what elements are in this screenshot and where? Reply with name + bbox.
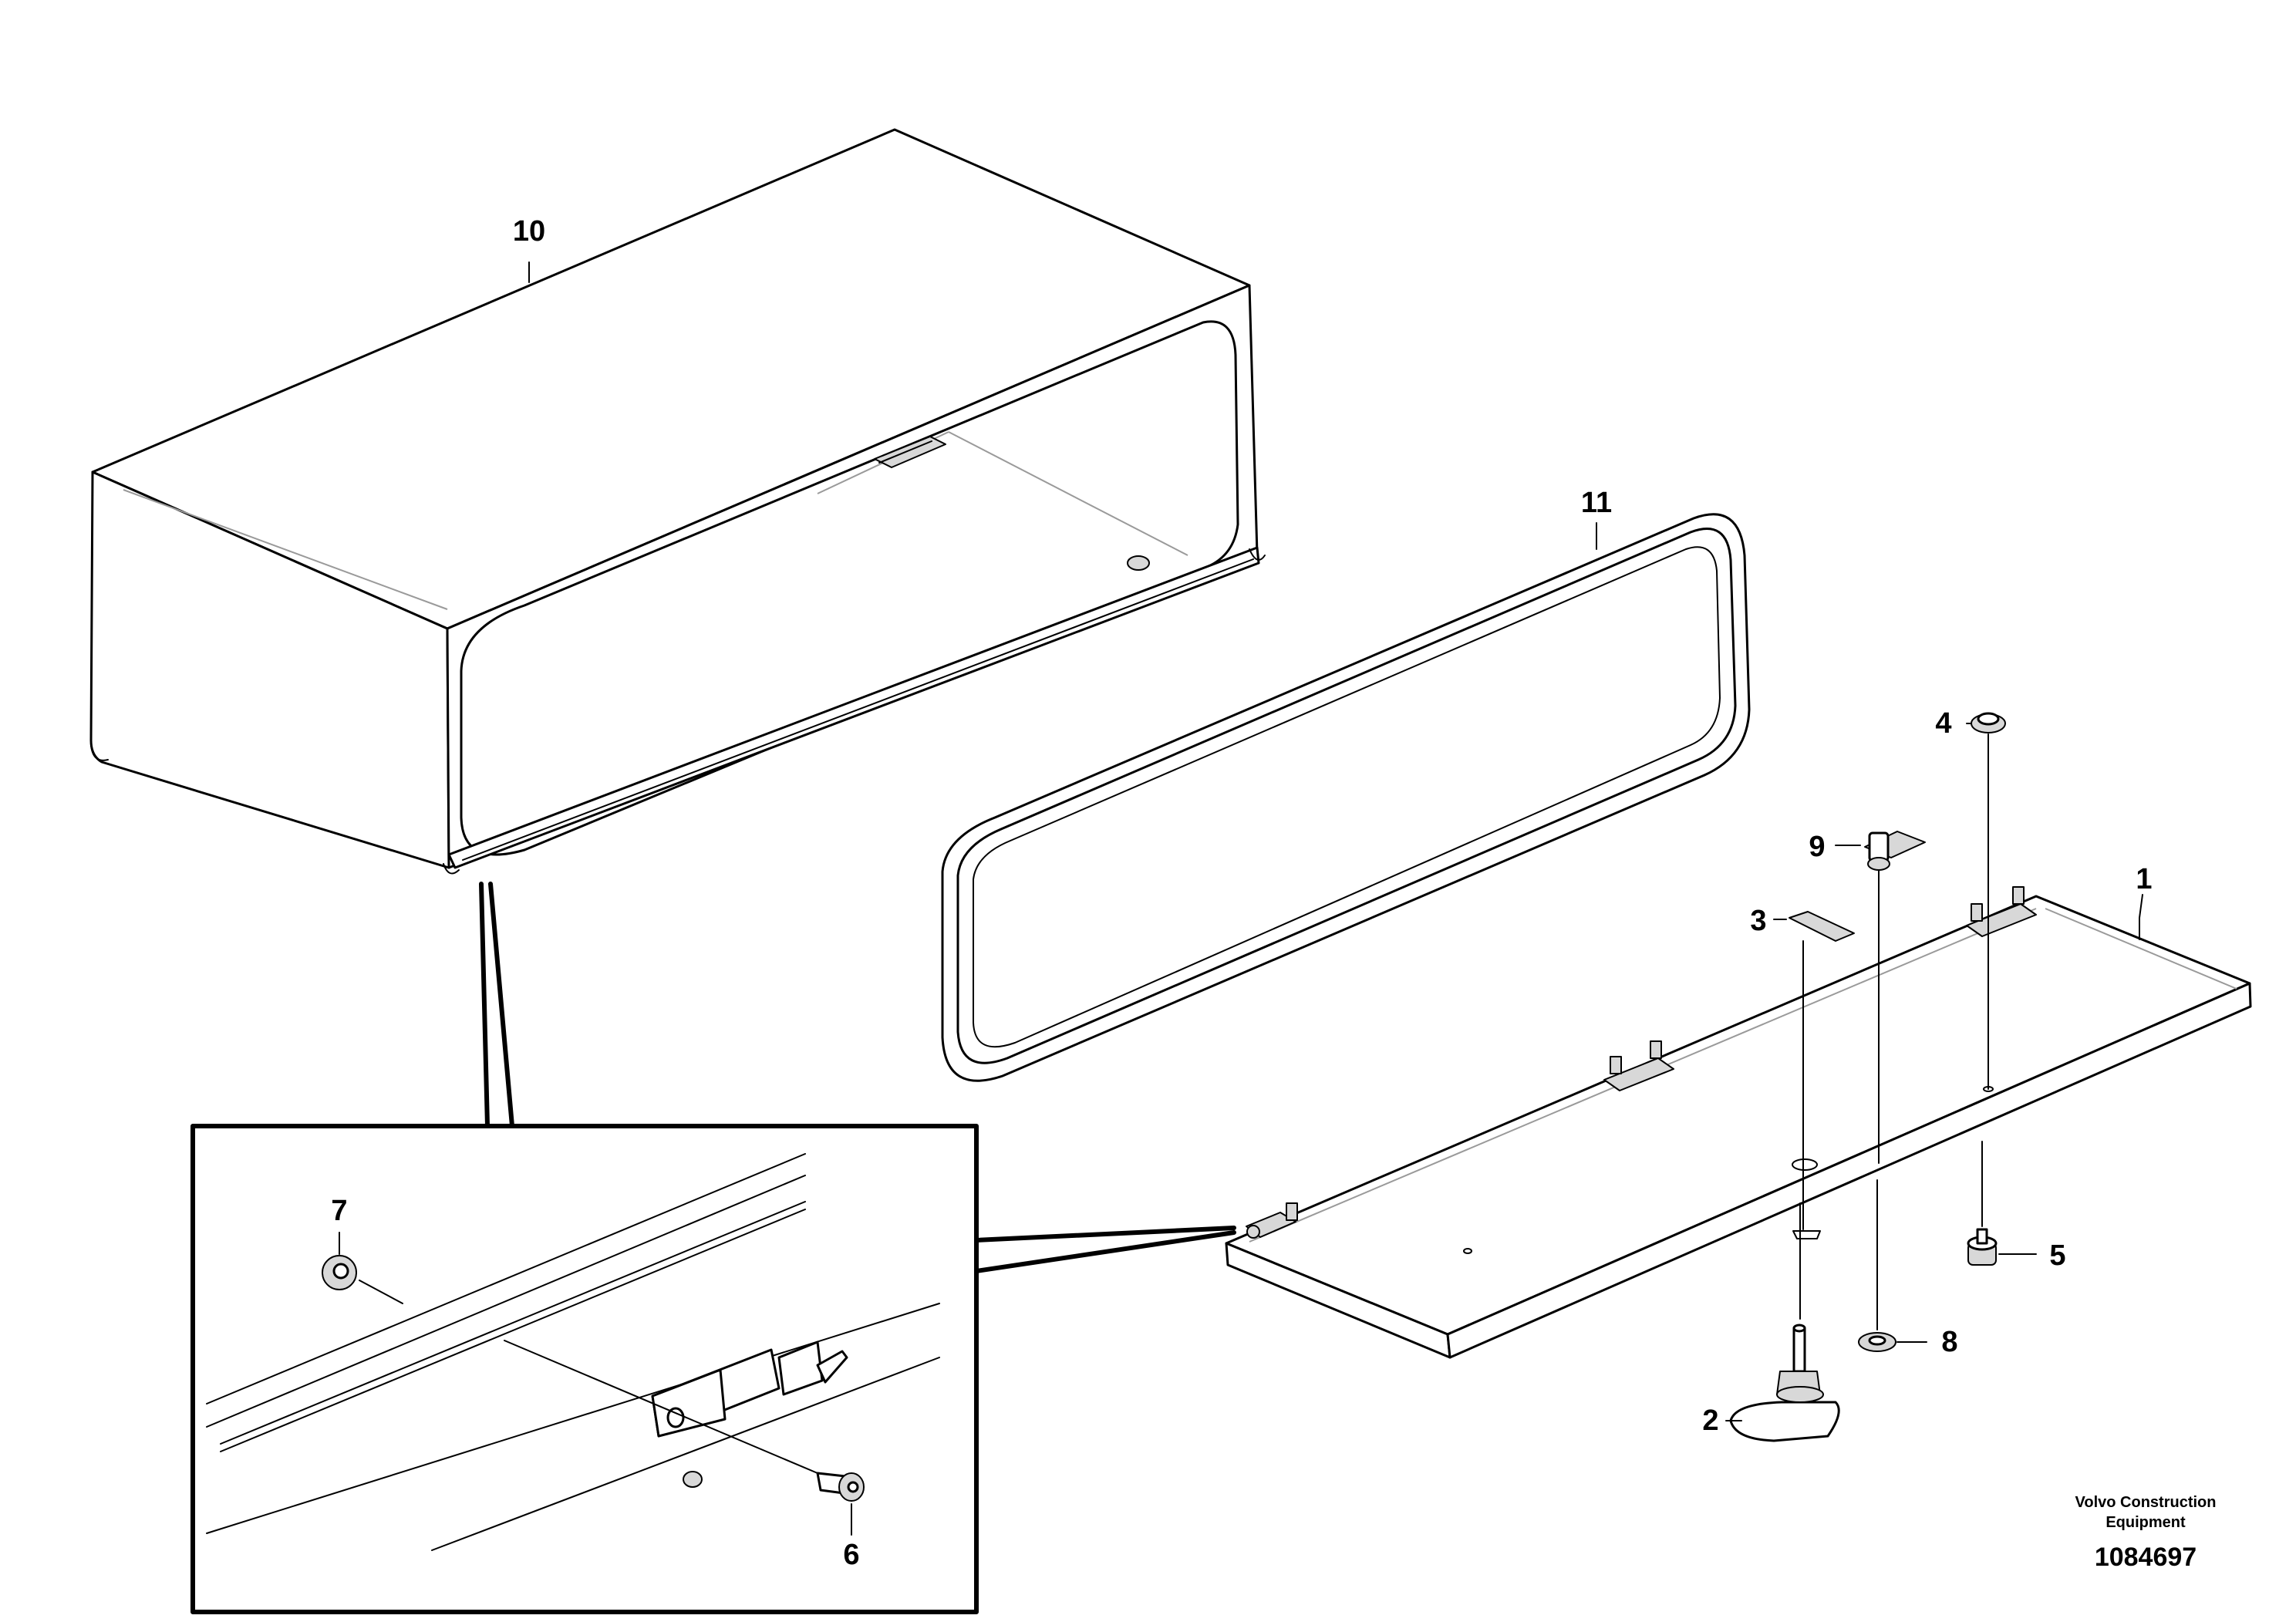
- callout-8: 8: [1941, 1326, 1957, 1358]
- callout-6: 6: [843, 1539, 859, 1571]
- nut-part-7[interactable]: [322, 1255, 357, 1290]
- screw-part-6[interactable]: [816, 1472, 865, 1502]
- brand-line-1: Volvo Construction: [2075, 1494, 2217, 1511]
- callout-4: 4: [1935, 707, 1951, 740]
- detail-inset: [190, 1124, 979, 1614]
- callout-1: 1: [2136, 863, 2152, 895]
- callout-11: 11: [1581, 487, 1612, 519]
- cover-lid-part-1[interactable]: [1225, 886, 2252, 1359]
- callout-10: 10: [513, 215, 545, 248]
- callout-7: 7: [331, 1195, 347, 1227]
- handle-part-2[interactable]: [1729, 1324, 1840, 1442]
- brand-line-2: Equipment: [2106, 1514, 2186, 1531]
- callout-3: 3: [1750, 905, 1766, 937]
- callout-9: 9: [1809, 831, 1825, 863]
- detail-hinge: [651, 1340, 848, 1488]
- document-number: 1084697: [2095, 1543, 2197, 1572]
- hinge-right: [1966, 886, 2037, 937]
- storage-box-part-10[interactable]: [89, 128, 1266, 875]
- hinge-left: [1246, 1202, 1298, 1239]
- nut-part-4[interactable]: [1971, 712, 2006, 733]
- callout-2: 2: [1702, 1404, 1718, 1437]
- latch-part-9[interactable]: [1864, 831, 1926, 871]
- hinge-middle: [1603, 1040, 1674, 1091]
- rubber-buffer-part-5[interactable]: [1967, 1228, 1998, 1266]
- leader-lines: [479, 261, 2143, 1421]
- callout-5: 5: [2049, 1239, 2065, 1272]
- seal-frame-part-11[interactable]: [941, 513, 1751, 1082]
- washer-part-8[interactable]: [1858, 1332, 1896, 1352]
- plate-part-3[interactable]: [1789, 911, 1855, 942]
